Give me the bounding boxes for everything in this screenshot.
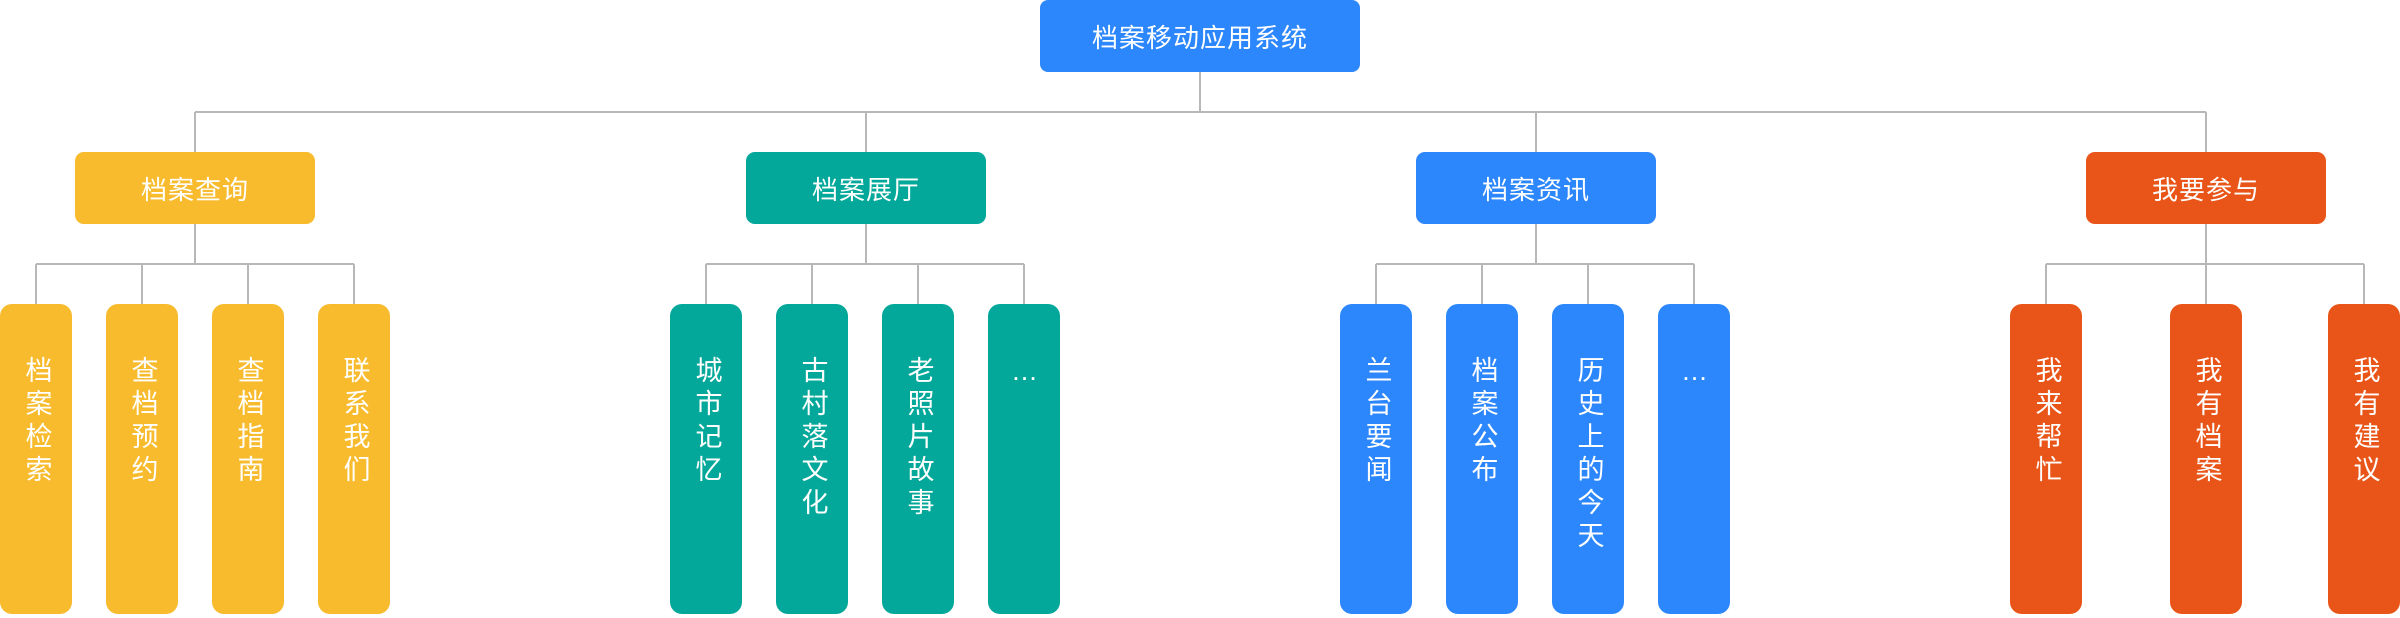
leaf-label: 城市记忆 [691,356,722,488]
category-label: 档案查询 [140,174,249,205]
category-participate[interactable]: 我要参与 [2086,152,2326,224]
leaf-node[interactable]: 兰台要闻 [1340,304,1412,614]
category-label: 档案资讯 [1481,174,1590,205]
leaf-label: 兰台要闻 [1361,356,1392,488]
leaf-node[interactable]: 我有档案 [2170,304,2242,614]
leaf-label: 联系我们 [339,356,370,488]
leaf-label: … [1009,356,1040,392]
leaf-label: 我有建议 [2349,356,2380,488]
leaf-node[interactable]: 古村落文化 [776,304,848,614]
leaf-node[interactable]: 历史上的今天 [1552,304,1624,614]
leaf-node[interactable]: 联系我们 [318,304,390,614]
category-archive-query[interactable]: 档案查询 [75,152,315,224]
leaf-label: 老照片故事 [903,356,934,521]
leaf-node[interactable]: 档案公布 [1446,304,1518,614]
root-label: 档案移动应用系统 [1091,22,1308,53]
category-label: 我要参与 [2151,174,2260,205]
leaf-node[interactable]: 城市记忆 [670,304,742,614]
leaf-label: 查档预约 [127,356,158,488]
leaf-label: 我有档案 [2191,356,2222,488]
leaf-label: 档案公布 [1467,356,1498,488]
leaf-node[interactable]: 查档指南 [212,304,284,614]
root-node[interactable]: 档案移动应用系统 [1040,0,1360,72]
leaf-node[interactable]: 我来帮忙 [2010,304,2082,614]
leaf-label: 历史上的今天 [1573,356,1604,554]
leaf-label: 我来帮忙 [2031,356,2062,488]
leaf-node[interactable]: 查档预约 [106,304,178,614]
leaf-label: 查档指南 [233,356,264,488]
leaf-label: 古村落文化 [797,356,828,521]
leaf-node[interactable]: 档案检索 [0,304,72,614]
leaf-label: 档案检索 [21,356,52,488]
leaf-node[interactable]: … [1658,304,1730,614]
leaf-node[interactable]: … [988,304,1060,614]
leaf-label: … [1679,356,1710,392]
category-archive-news[interactable]: 档案资讯 [1416,152,1656,224]
leaf-node[interactable]: 老照片故事 [882,304,954,614]
leaf-node[interactable]: 我有建议 [2328,304,2400,614]
category-label: 档案展厅 [811,174,920,205]
category-archive-gallery[interactable]: 档案展厅 [746,152,986,224]
